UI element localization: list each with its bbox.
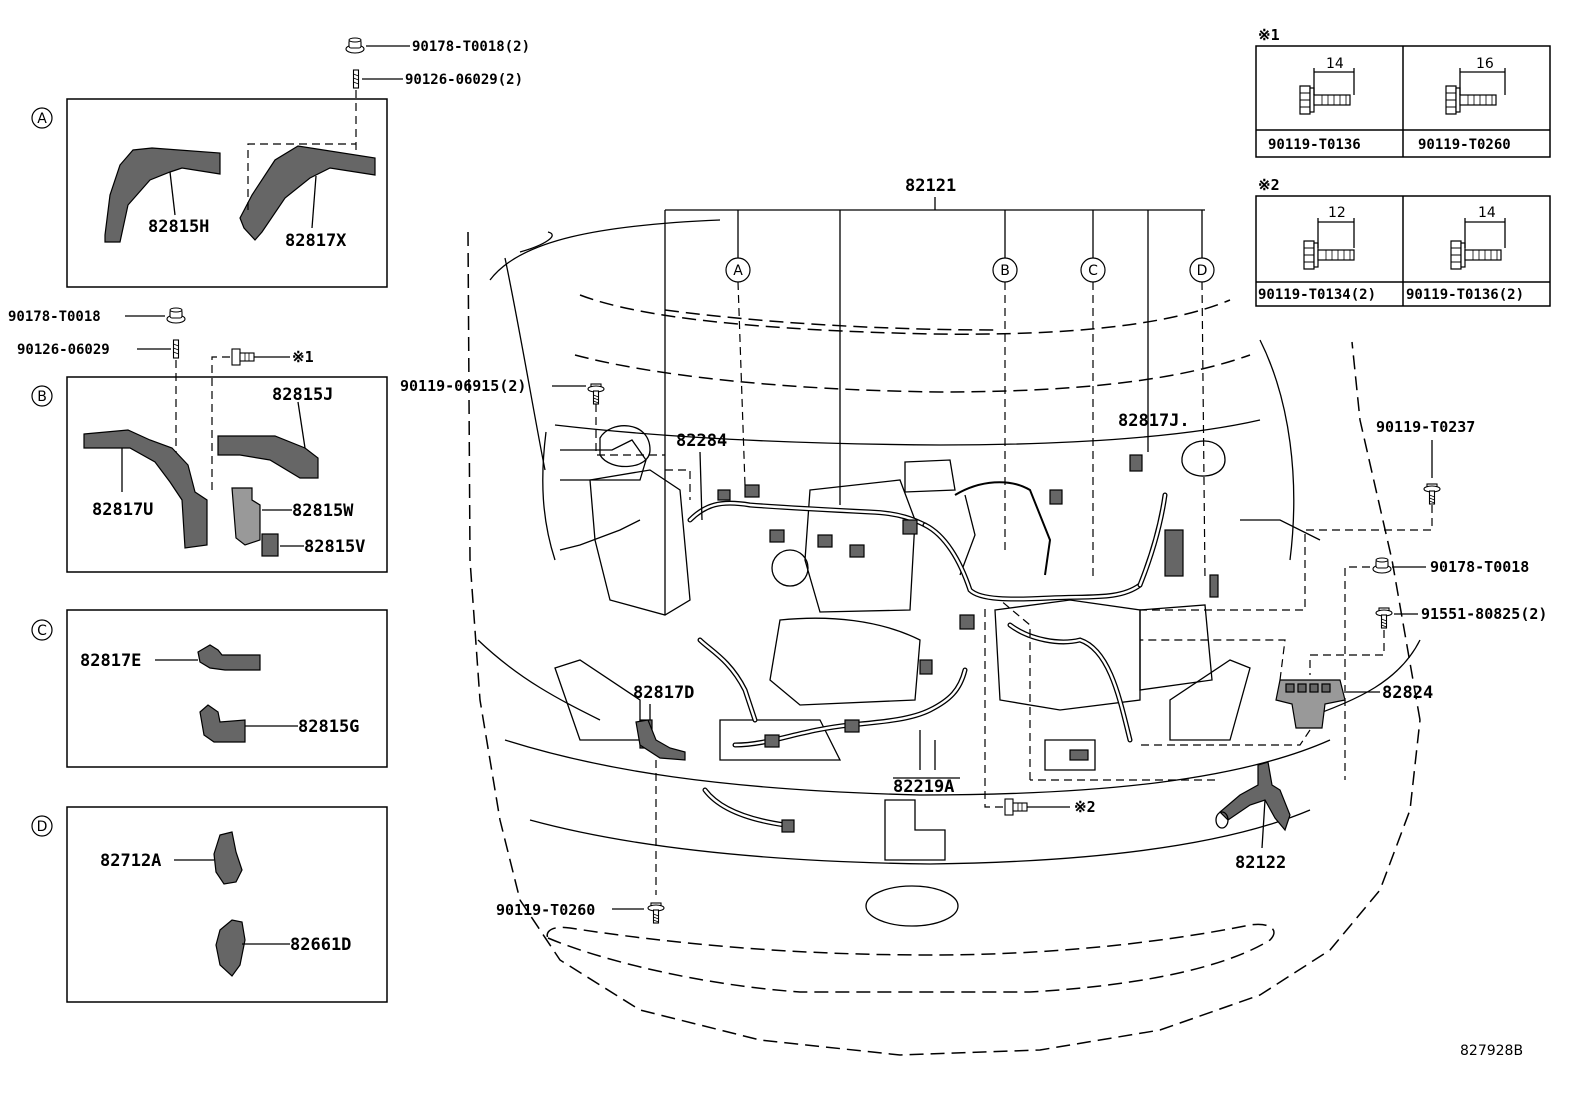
part-label-t0237: 90119-T0237 — [1376, 418, 1475, 436]
part-label-82815g: 82815G — [298, 717, 359, 737]
part-label-82817j: 82817J. — [1118, 411, 1190, 431]
note-label-2: ※2 — [1258, 176, 1280, 194]
bolt-part-2: 90119-T0260 — [1418, 137, 1511, 153]
callout-c-marker: C — [1088, 263, 1098, 279]
part-label-06915: 90119-06915(2) — [400, 377, 526, 395]
bolt-icon — [1299, 85, 1351, 115]
note-ref-1: ※1 — [292, 348, 314, 366]
clip-82661d-icon — [215, 919, 246, 977]
callout-c-label: C — [37, 623, 47, 639]
bracket-82815h-icon — [104, 147, 221, 243]
part-label-82284: 82284 — [676, 431, 727, 451]
bolt-table-2: ※2 12 90119-T0134(2) 14 90119-T0136(2) — [1255, 176, 1551, 307]
part-label-82817u: 82817U — [92, 500, 153, 520]
part-label-82122: 82122 — [1235, 853, 1286, 873]
main-labels: 90119-06915(2) 82284 82817J. 90119-T0237… — [400, 377, 1547, 1059]
part-label-t0260: 90119-T0260 — [496, 901, 595, 919]
bracket-82817u-icon — [83, 429, 208, 549]
clip-82815w-icon — [231, 487, 261, 546]
part-label-82815j: 82815J — [272, 385, 333, 405]
bolt-length-2: 16 — [1476, 56, 1494, 72]
bolt-length-3: 12 — [1328, 205, 1346, 221]
nut-icon — [345, 37, 365, 54]
bolt-icon — [1445, 85, 1497, 115]
clip-82712a-icon — [213, 831, 243, 885]
part-label-t0018: 90178-T0018 — [1430, 558, 1529, 576]
part-label-a-stud: 90126-06029(2) — [405, 72, 523, 88]
bolt-icon — [587, 383, 605, 405]
part-label-82815h: 82815H — [148, 217, 209, 237]
callout-a-label: A — [37, 111, 47, 127]
bolt-length-4: 14 — [1478, 205, 1496, 221]
bracket-82817x-icon — [239, 145, 376, 241]
part-label-82661d: 82661D — [290, 935, 351, 955]
bracket-82815j-icon — [217, 435, 319, 479]
part-label-82815v: 82815V — [304, 537, 365, 557]
diagram-id: 827928B — [1460, 1043, 1523, 1059]
callout-b-label: B — [37, 389, 47, 405]
stud-icon — [352, 69, 360, 89]
part-label-82817e: 82817E — [80, 651, 141, 671]
note-ref-2: ※2 — [1074, 798, 1096, 816]
bolt-length-1: 14 — [1326, 56, 1344, 72]
part-label-b-stud: 90126-06029 — [17, 342, 110, 358]
clip-82815v-icon — [261, 533, 279, 557]
part-label-82817x: 82817X — [285, 231, 347, 251]
detail-box-a: A 90178-T0018(2) 90126-06029(2) 82815H 8… — [31, 37, 530, 288]
bolt-icon — [1303, 240, 1355, 270]
bolt-icon — [1375, 607, 1393, 629]
bracket-82122-icon — [1219, 761, 1291, 832]
callout-d-marker: D — [1197, 263, 1208, 279]
part-label-a-nut: 90178-T0018(2) — [412, 39, 530, 55]
bolt-icon — [231, 348, 255, 366]
callout-b-marker: B — [1000, 263, 1010, 279]
callout-a-marker: A — [733, 263, 743, 279]
bolt-icon — [1004, 798, 1028, 816]
clip-82817e-icon — [197, 644, 261, 671]
part-label-82824: 82824 — [1382, 683, 1433, 703]
bolt-icon — [1423, 483, 1441, 505]
bolt-icon — [647, 902, 665, 924]
vehicle-outline — [467, 219, 1421, 1056]
stud-icon — [172, 339, 180, 359]
part-label-82817d: 82817D — [633, 683, 694, 703]
bracket-82817d-icon — [635, 719, 686, 761]
part-label-82815w: 82815W — [292, 501, 354, 521]
bolt-part-3: 90119-T0134(2) — [1258, 287, 1376, 303]
harness-callouts: 82121 A B C D — [664, 176, 1215, 615]
part-label-82712a: 82712A — [100, 851, 161, 871]
engine-bay — [589, 454, 1219, 833]
detail-box-b: 90178-T0018 90126-06029 ※1 B 82817U 8281… — [8, 307, 388, 573]
bolt-part-4: 90119-T0136(2) — [1406, 287, 1524, 303]
bolt-table-1: ※1 14 90119-T0136 16 90119-T0260 — [1255, 26, 1551, 158]
clip-82815g-icon — [199, 704, 246, 743]
bolt-icon — [1450, 240, 1502, 270]
part-label-b-nut: 90178-T0018 — [8, 309, 101, 325]
note-label-1: ※1 — [1258, 26, 1280, 44]
callout-d-label: D — [37, 819, 48, 835]
part-label-82219a: 82219A — [893, 777, 954, 797]
part-label-82121: 82121 — [905, 176, 956, 196]
nut-icon — [166, 307, 186, 324]
nut-icon — [1372, 557, 1392, 574]
part-label-91551: 91551-80825(2) — [1421, 605, 1547, 623]
detail-box-d: D 82712A 82661D — [31, 806, 388, 1003]
bolt-part-1: 90119-T0136 — [1268, 137, 1361, 153]
detail-box-c: C 82817E 82815G — [31, 609, 388, 768]
